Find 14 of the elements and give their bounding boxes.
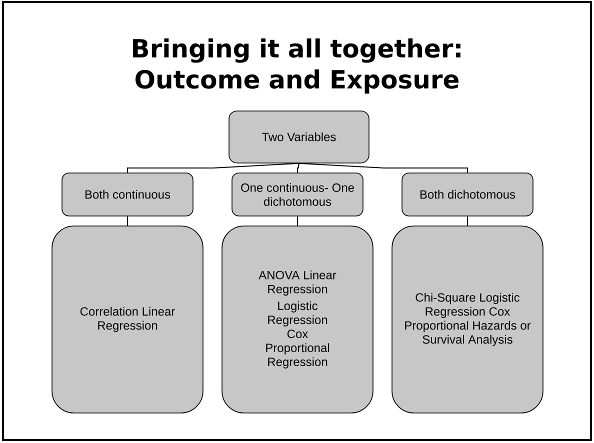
title: Bringing it all together: Outcome and Exposure: [133, 38, 460, 94]
category-box: Two Variables: [228, 110, 370, 164]
method-box: Chi-Square Logistic Regression Cox Proportional Hazards or Survival Analysis: [392, 226, 544, 414]
connector: [127, 216, 128, 226]
connector: [297, 162, 300, 174]
method-box: ANOVA Linear Regression Logistic Regression Cox Proportional Regression: [222, 226, 374, 414]
category-box: Both continuous: [62, 172, 194, 216]
category-box: One continuous- One dichotomous: [232, 172, 364, 216]
connector: [297, 216, 298, 226]
category-box: Both dichotomous: [402, 172, 534, 216]
connector: [127, 162, 300, 174]
method-box: Correlation Linear Regression: [52, 226, 204, 414]
connector: [467, 216, 468, 226]
connector: [298, 162, 468, 174]
